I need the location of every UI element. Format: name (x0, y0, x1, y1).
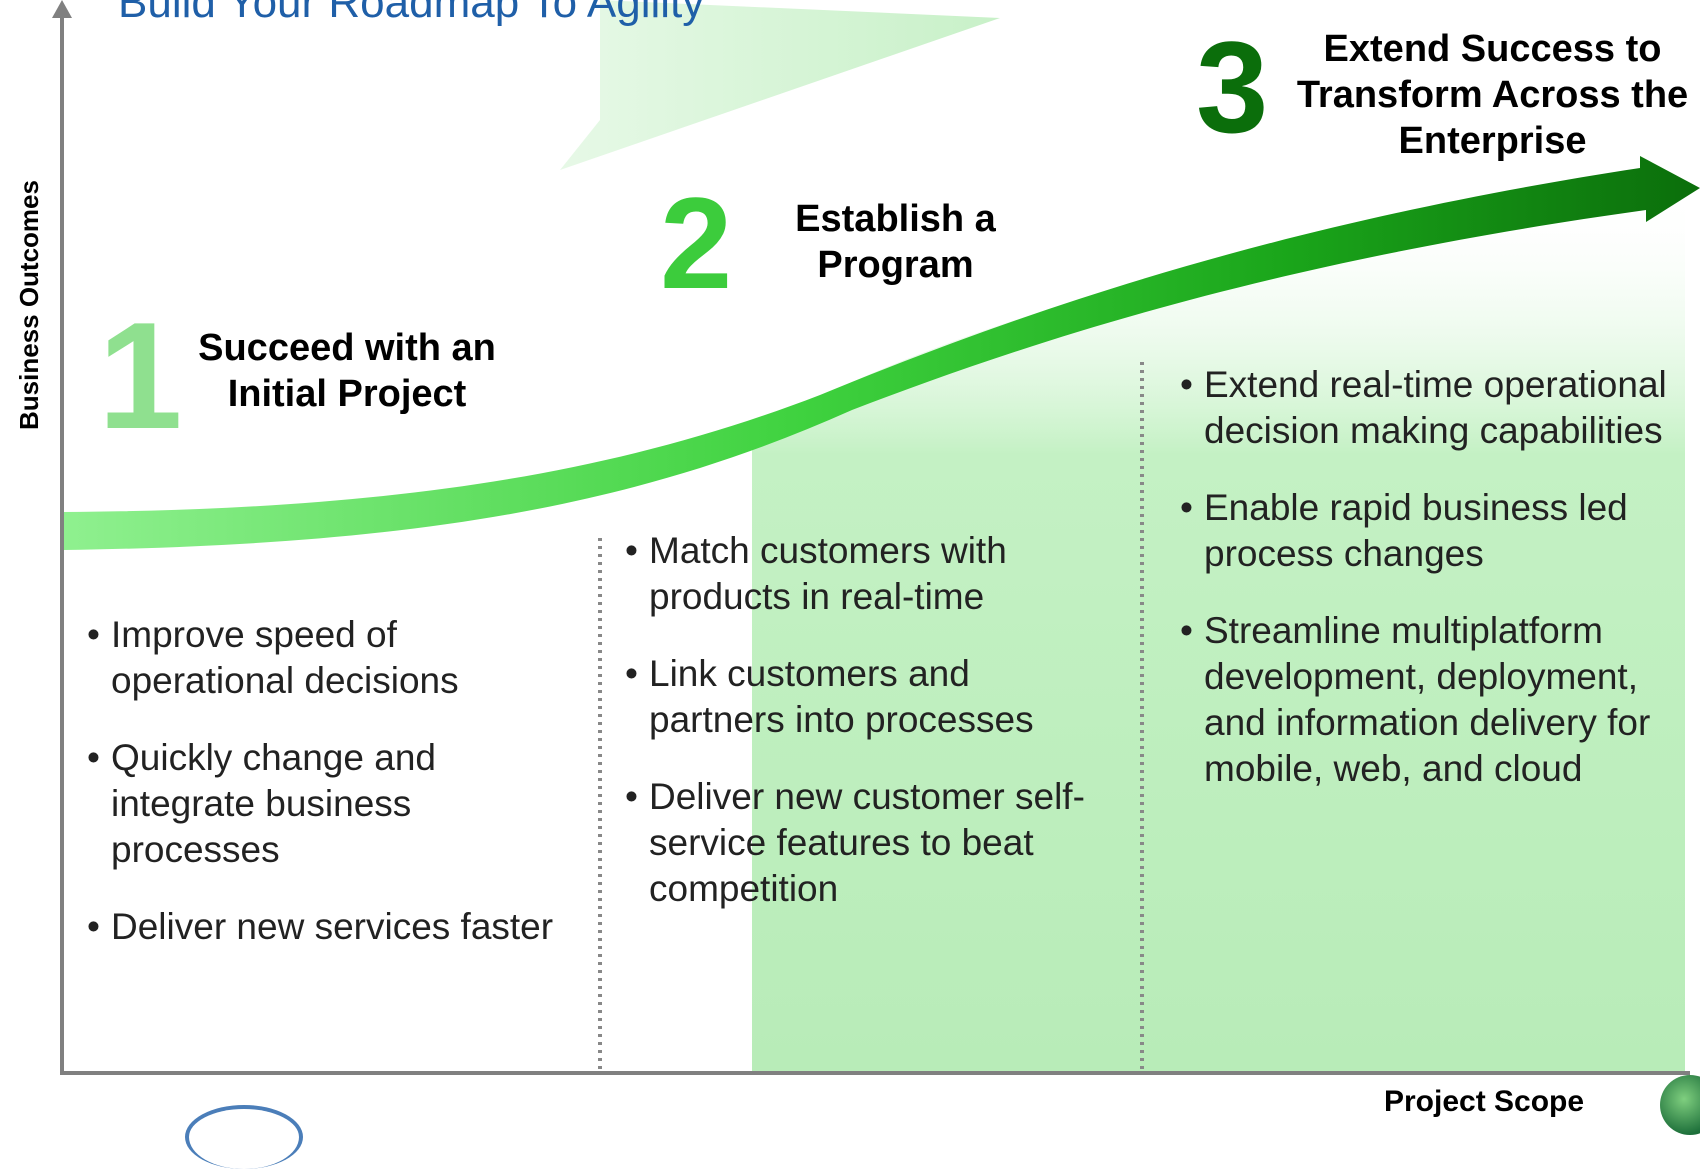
bullet-item: Extend real-time operational decision ma… (1180, 362, 1685, 454)
stage-1-number: 1 (98, 291, 183, 461)
stage-3-bullets: Extend real-time operational decision ma… (1180, 362, 1685, 823)
logo-arc-icon (185, 1105, 303, 1169)
bullet-item: Enable rapid business led process change… (1180, 485, 1685, 577)
y-axis-label: Business Outcomes (14, 180, 44, 430)
bullet-item: Improve speed of operational decisions (87, 612, 557, 704)
stage-2-heading: Establish a Program (795, 198, 996, 286)
stage-1-heading: Succeed with an Initial Project (198, 327, 496, 415)
bullet-item: Quickly change and integrate business pr… (87, 735, 557, 873)
stage-3-number: 3 (1196, 14, 1269, 160)
bullet-item: Deliver new services faster (87, 904, 557, 950)
y-axis-arrowhead (52, 0, 72, 18)
bullet-item: Streamline multiplatform development, de… (1180, 608, 1685, 792)
growth-arrow (64, 156, 1700, 550)
page-title: Build Your Roadmap To Agility (118, 0, 705, 27)
x-axis-label: Project Scope (1384, 1085, 1585, 1118)
stage-3-heading: Extend Success to Transform Across the E… (1296, 28, 1689, 162)
stage-1-bullets: Improve speed of operational decisions Q… (87, 612, 557, 981)
stage-2-bullets: Match customers with products in real-ti… (625, 528, 1105, 943)
stage-2-number: 2 (660, 170, 733, 316)
bullet-item: Link customers and partners into process… (625, 651, 1105, 743)
bullet-item: Deliver new customer self-service featur… (625, 774, 1105, 912)
light-beam (560, 0, 1000, 170)
bullet-item: Match customers with products in real-ti… (625, 528, 1105, 620)
